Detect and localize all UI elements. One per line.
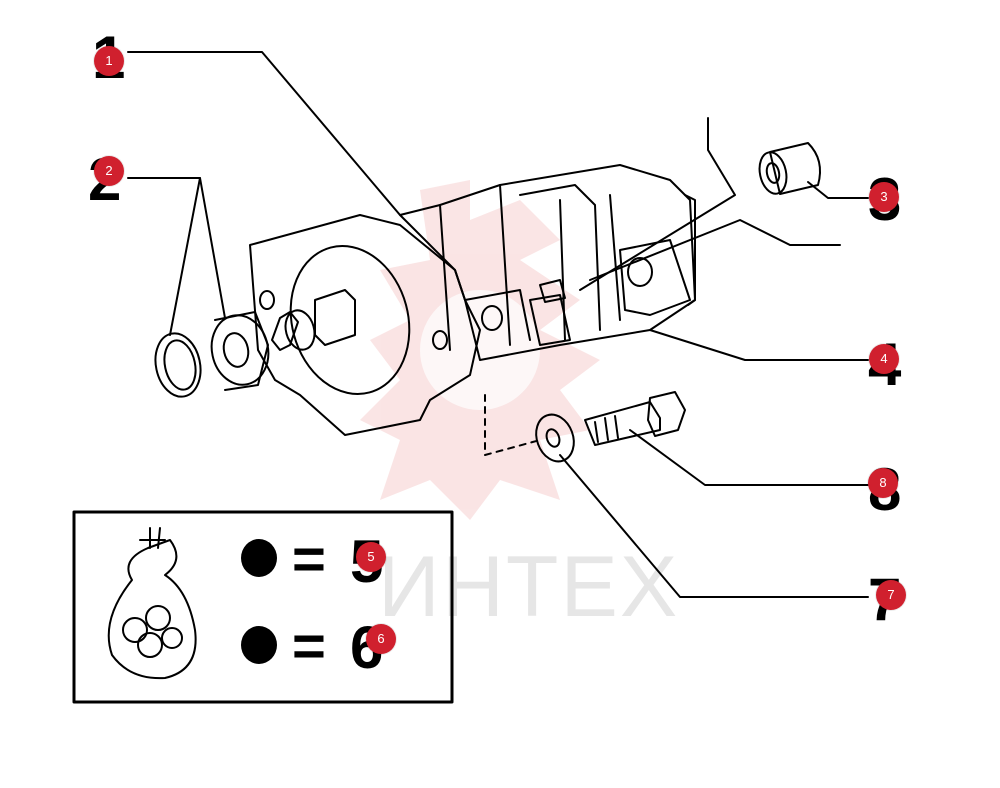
callout-part-1[interactable]: 1 xyxy=(94,46,124,76)
washer xyxy=(535,413,575,463)
callout-part-3[interactable]: 3 xyxy=(869,182,899,212)
front-flange xyxy=(249,214,481,436)
leader-line-4 xyxy=(649,329,869,361)
callout-part-2[interactable]: 2 xyxy=(94,156,124,186)
callout-part-6[interactable]: 6 xyxy=(366,624,396,654)
leader-line-2b xyxy=(199,177,226,319)
oil-seal xyxy=(210,314,270,386)
callout-part-8[interactable]: 8 xyxy=(868,468,898,498)
snap-ring xyxy=(154,332,202,398)
legend-equals-6: = xyxy=(292,614,326,679)
callout-part-4[interactable]: 4 xyxy=(869,344,899,374)
leader-line-3 xyxy=(807,181,869,199)
leader-line-top2 xyxy=(589,219,841,281)
legend-frame xyxy=(72,510,454,704)
callout-part-7[interactable]: 7 xyxy=(876,580,906,610)
coupling-sleeve xyxy=(769,142,821,195)
leader-line-top xyxy=(579,117,736,291)
leader-line-2a xyxy=(127,177,201,336)
leader-line-1 xyxy=(127,51,401,216)
parts-bag-icon xyxy=(107,527,197,680)
leader-line-8 xyxy=(629,429,869,486)
leader-line-7 xyxy=(559,454,869,598)
dash-line xyxy=(484,394,541,456)
watermark-text: ИНТЕХ xyxy=(378,539,680,635)
callout-part-5[interactable]: 5 xyxy=(356,542,386,572)
legend-dot-5 xyxy=(241,539,277,577)
bolt xyxy=(584,401,661,446)
legend-equals-5: = xyxy=(292,527,326,592)
legend-dot-6 xyxy=(241,626,277,664)
